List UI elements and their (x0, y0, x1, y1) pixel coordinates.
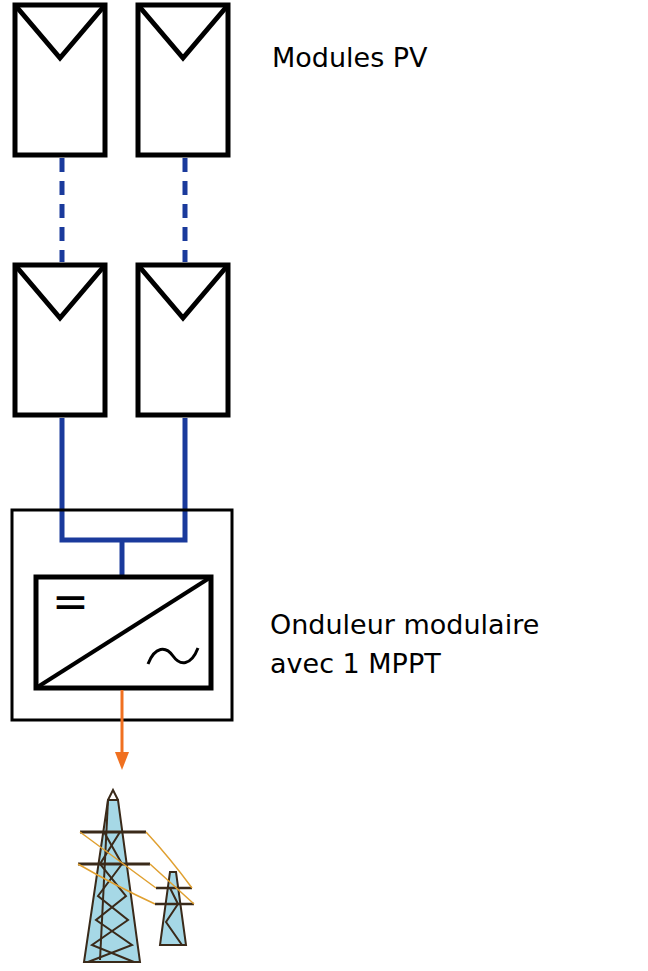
dc-symbol: = (52, 580, 102, 624)
pv-module (15, 5, 105, 155)
dc-wire (62, 418, 185, 540)
dc-wire (120, 540, 125, 577)
inverter-symbol (36, 577, 211, 688)
pv-module (138, 265, 228, 415)
ac-output-wire (121, 690, 124, 755)
inverter-housing (12, 510, 232, 720)
string-dashed-wire (183, 158, 188, 262)
pv-cell-mark (138, 5, 228, 58)
section-label: Modules PV (272, 38, 572, 77)
inverter-diagonal (36, 577, 211, 688)
grid-pylon-icon (78, 790, 194, 962)
pv-cell-mark (138, 265, 228, 318)
pv-module (15, 265, 105, 415)
string-dashed-wire (60, 158, 65, 262)
arrow-head (115, 752, 129, 770)
ac-symbol (148, 648, 198, 664)
pv-module (138, 5, 228, 155)
section-label: Onduleur modulaire avec 1 MPPT (270, 605, 610, 683)
pv-cell-mark (15, 5, 105, 58)
pv-cell-mark (15, 265, 105, 318)
